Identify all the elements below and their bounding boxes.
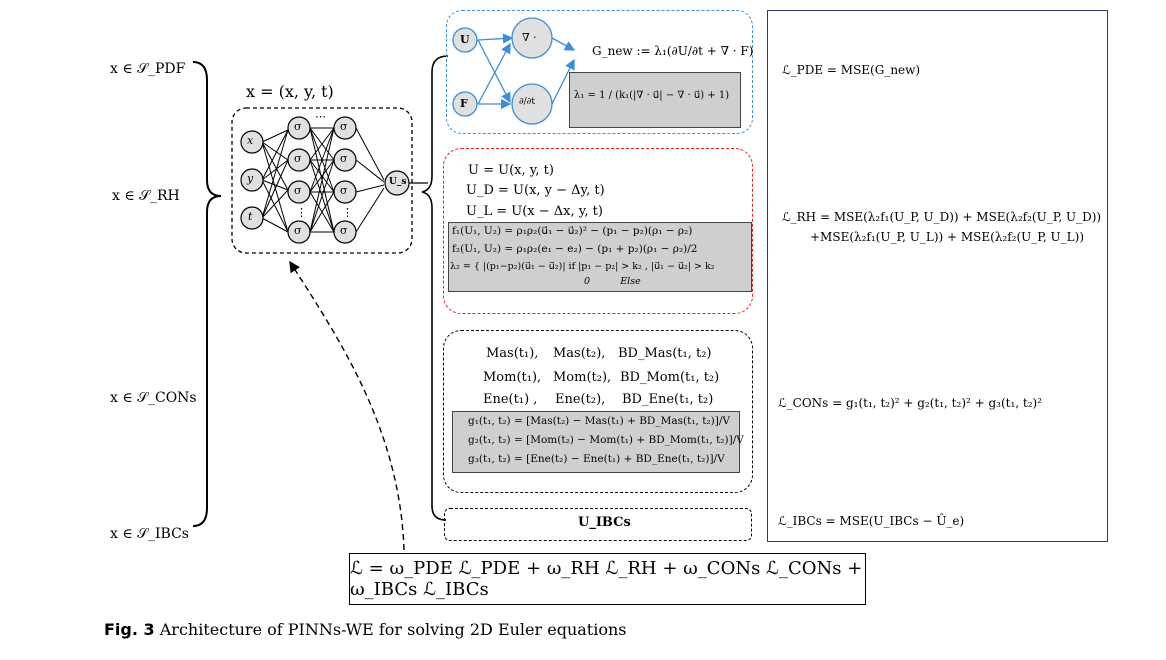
hidden-node	[333, 116, 357, 140]
loss-rh-line1: ℒ_RH = MSE(λ₂f₁(U_P, U_D)) + MSE(λ₂f₂(U_…	[782, 210, 1102, 224]
cons-g1: g₁(t₁, t₂) = [Mas(t₂) − Mas(t₁) + BD_Mas…	[468, 415, 730, 427]
pde-node-u	[452, 27, 478, 53]
rh-box	[443, 148, 753, 314]
total-loss-formula: ℒ = ω_PDE ℒ_PDE + ω_RH ℒ_RH + ω_CONs ℒ_C…	[350, 558, 863, 600]
hidden-vdots: ⋮	[296, 206, 307, 219]
network-nodes	[240, 116, 410, 244]
input-node-x	[240, 130, 264, 154]
rh-lambda2-a: λ₂ = { |(p₁−p₂)(u⃗₁ − u⃗₂)| if |p₁ − p₂|…	[450, 261, 715, 272]
hidden-dots: ⋯	[315, 110, 326, 123]
network-edges	[261, 127, 385, 233]
rh-formula-box	[448, 222, 752, 292]
cons-ene-t2: Ene(t₂),	[555, 392, 606, 407]
hidden-node-label: σ	[340, 120, 348, 133]
rh-ul-def: U_L = U(x − Δx, y, t)	[466, 204, 603, 219]
hidden-node	[287, 180, 311, 204]
branch-bracket	[421, 55, 449, 521]
feedback-arrow	[289, 260, 405, 551]
input-label-pdf: x ∈ 𝒮_PDF	[110, 61, 186, 77]
cons-g3: g₃(t₁, t₂) = [Ene(t₂) − Ene(t₁) + BD_Ene…	[468, 453, 725, 465]
lambda1-box	[569, 72, 741, 128]
cons-bd-mom: BD_Mom(t₁, t₂)	[620, 370, 720, 385]
figure-caption: Fig. 3 Architecture of PINNs-WE for solv…	[104, 620, 627, 639]
pde-node-dt-label: ∂/∂t	[519, 97, 535, 107]
input-node-y-label: y	[247, 172, 254, 185]
total-loss-box: ℒ = ω_PDE ℒ_PDE + ω_RH ℒ_RH + ω_CONs ℒ_C…	[349, 553, 866, 605]
input-node-y	[240, 168, 264, 192]
pde-node-f	[452, 91, 478, 117]
input-label-cons: x ∈ 𝒮_CONs	[110, 390, 197, 406]
g-new-formula: G_new := λ₁(∂U/∂t + ∇ · F)	[592, 44, 754, 58]
hidden-node-label: σ	[294, 184, 302, 197]
cons-mas-t2: Mas(t₂),	[553, 346, 606, 361]
rh-ud-def: U_D = U(x, y − Δy, t)	[466, 183, 605, 198]
input-node-t	[240, 206, 264, 230]
cons-mas-t1: Mas(t₁),	[486, 346, 539, 361]
cons-mom-t2: Mom(t₂),	[553, 370, 612, 385]
network-title: x = (x, y, t)	[246, 82, 334, 101]
rh-f1: f₁(U₁, U₂) = ρ₁ρ₂(u⃗₁ − u⃗₂)² − (p₁ − p₂…	[452, 225, 693, 237]
hidden-node	[333, 148, 357, 172]
input-label-ibcs: x ∈ 𝒮_IBCs	[110, 526, 189, 542]
loss-rh-line2: +MSE(λ₂f₁(U_P, U_L)) + MSE(λ₂f₂(U_P, U_L…	[810, 230, 1084, 244]
hidden-node-label: σ	[340, 152, 348, 165]
rh-lambda2-b: 0 Else	[584, 276, 641, 287]
hidden-node-label: σ	[294, 120, 302, 133]
input-node-x-label: x	[247, 134, 254, 147]
hidden-node	[333, 220, 357, 244]
pde-node-div-label: ∇ ·	[522, 31, 537, 44]
loss-pde: ℒ_PDE = MSE(G_new)	[782, 63, 921, 77]
cons-g2: g₂(t₁, t₂) = [Mom(t₂) − Mom(t₁) + BD_Mom…	[468, 434, 744, 446]
ibcs-box	[444, 508, 752, 541]
ibcs-label: U_IBCs	[578, 515, 631, 530]
pde-node-div	[511, 17, 553, 59]
hidden-vdots: ⋮	[342, 206, 353, 219]
pde-node-f-label: F	[460, 97, 468, 110]
hidden-node	[287, 220, 311, 244]
loss-cons: ℒ_CONs = g₁(t₁, t₂)² + g₂(t₁, t₂)² + g₃(…	[778, 396, 1043, 410]
hidden-node	[333, 180, 357, 204]
hidden-node-label: σ	[294, 152, 302, 165]
cons-bd-ene: BD_Ene(t₁, t₂)	[622, 392, 714, 407]
input-node-t-label: t	[248, 210, 253, 223]
caption-label: Fig. 3	[104, 620, 155, 639]
pde-graph	[477, 33, 576, 110]
pde-node-u-label: U	[460, 33, 470, 46]
loss-panel	[767, 10, 1108, 542]
rh-f2: f₂(U₁, U₂) = ρ₁ρ₂(e₁ − e₂) − (p₁ + p₂)(ρ…	[452, 243, 698, 255]
pde-box	[446, 10, 753, 134]
lambda1-formula: λ₁ = 1 / (k₁(|∇ · u⃗| − ∇ · u⃗) + 1)	[574, 90, 730, 101]
hidden-node-label: σ	[340, 184, 348, 197]
cons-mom-t1: Mom(t₁),	[483, 370, 542, 385]
loss-ibcs: ℒ_IBCs = MSE(U_IBCs − Û_e)	[778, 514, 965, 528]
hidden-node	[287, 148, 311, 172]
network-box	[231, 107, 413, 254]
hidden-node-label: σ	[294, 224, 302, 237]
cons-box	[443, 330, 753, 493]
output-node-label: U_s	[389, 177, 407, 187]
rh-u-def: U = U(x, y, t)	[468, 163, 554, 178]
cons-formula-box	[452, 411, 740, 473]
cons-ene-t1: Ene(t₁) ,	[483, 392, 538, 407]
hidden-node-label: σ	[340, 224, 348, 237]
caption-text: Architecture of PINNs-WE for solving 2D …	[159, 620, 627, 639]
input-label-rh: x ∈ 𝒮_RH	[112, 188, 180, 204]
input-bracket	[192, 61, 222, 527]
hidden-node	[287, 116, 311, 140]
pde-node-dt	[511, 83, 553, 125]
cons-bd-mas: BD_Mas(t₁, t₂)	[618, 346, 712, 361]
